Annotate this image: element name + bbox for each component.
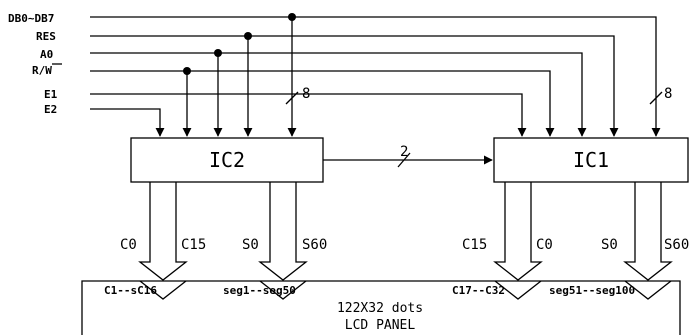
signal-label-e2: E2 [44, 103, 57, 116]
bus-label-ic1-s0: S0 [601, 237, 618, 253]
bus-width-ic1: 8 [664, 86, 672, 102]
ic2-label: IC2 [209, 148, 245, 172]
bus-tip-2 [259, 280, 307, 300]
wire-e2 [90, 108, 165, 137]
bus-label-ic2-c15: C15 [181, 237, 206, 253]
wire-a0 [90, 49, 587, 137]
bus-label-ic1-s60: S60 [664, 237, 689, 253]
ic2-chip [130, 137, 324, 183]
lcd-panel [81, 280, 681, 335]
wire-db [90, 13, 663, 137]
bus-ic2-segment [258, 182, 308, 281]
panel-pins-common-2: C17--C32 [452, 284, 505, 297]
panel-pins-common-1: C1--sC16 [104, 284, 157, 297]
bus-label-ic2-c0: C0 [120, 237, 137, 253]
bus-label-ic1-c0: C0 [536, 237, 553, 253]
bus-ic1-segment [623, 182, 673, 281]
panel-resolution: 122X32 dots [337, 301, 423, 316]
bus-width-link: 2 [400, 144, 408, 160]
signal-label-rw: R/W [32, 64, 52, 77]
panel-pins-segment-2: seg51--seg100 [549, 284, 635, 297]
signal-label-rw-bar: W [45, 64, 52, 77]
panel-title: LCD PANEL [345, 318, 416, 333]
wire-e1 [90, 93, 527, 137]
bus-label-ic2-s0: S0 [242, 237, 259, 253]
bus-label-ic1-c15: C15 [462, 237, 487, 253]
bus-ic2-common [138, 182, 188, 281]
ic1-chip [493, 137, 689, 183]
signal-label-res: RES [36, 30, 56, 43]
bus-tip-4 [624, 280, 672, 300]
wire-res [90, 32, 619, 137]
wire-link-ic2-ic1 [323, 152, 493, 168]
bus-label-ic2-s60: S60 [302, 237, 327, 253]
bus-tip-1 [139, 280, 187, 300]
signal-label-e1: E1 [44, 88, 58, 101]
ic1-label: IC1 [573, 148, 609, 172]
bus-ic1-common [493, 182, 543, 281]
wire-rw [90, 67, 555, 137]
panel-pins-segment-1: seg1--seg50 [223, 284, 296, 297]
bus-tip-3 [494, 280, 542, 300]
signal-label-db: DB0~DB7 [8, 12, 54, 25]
signal-label-a0: A0 [40, 48, 53, 61]
